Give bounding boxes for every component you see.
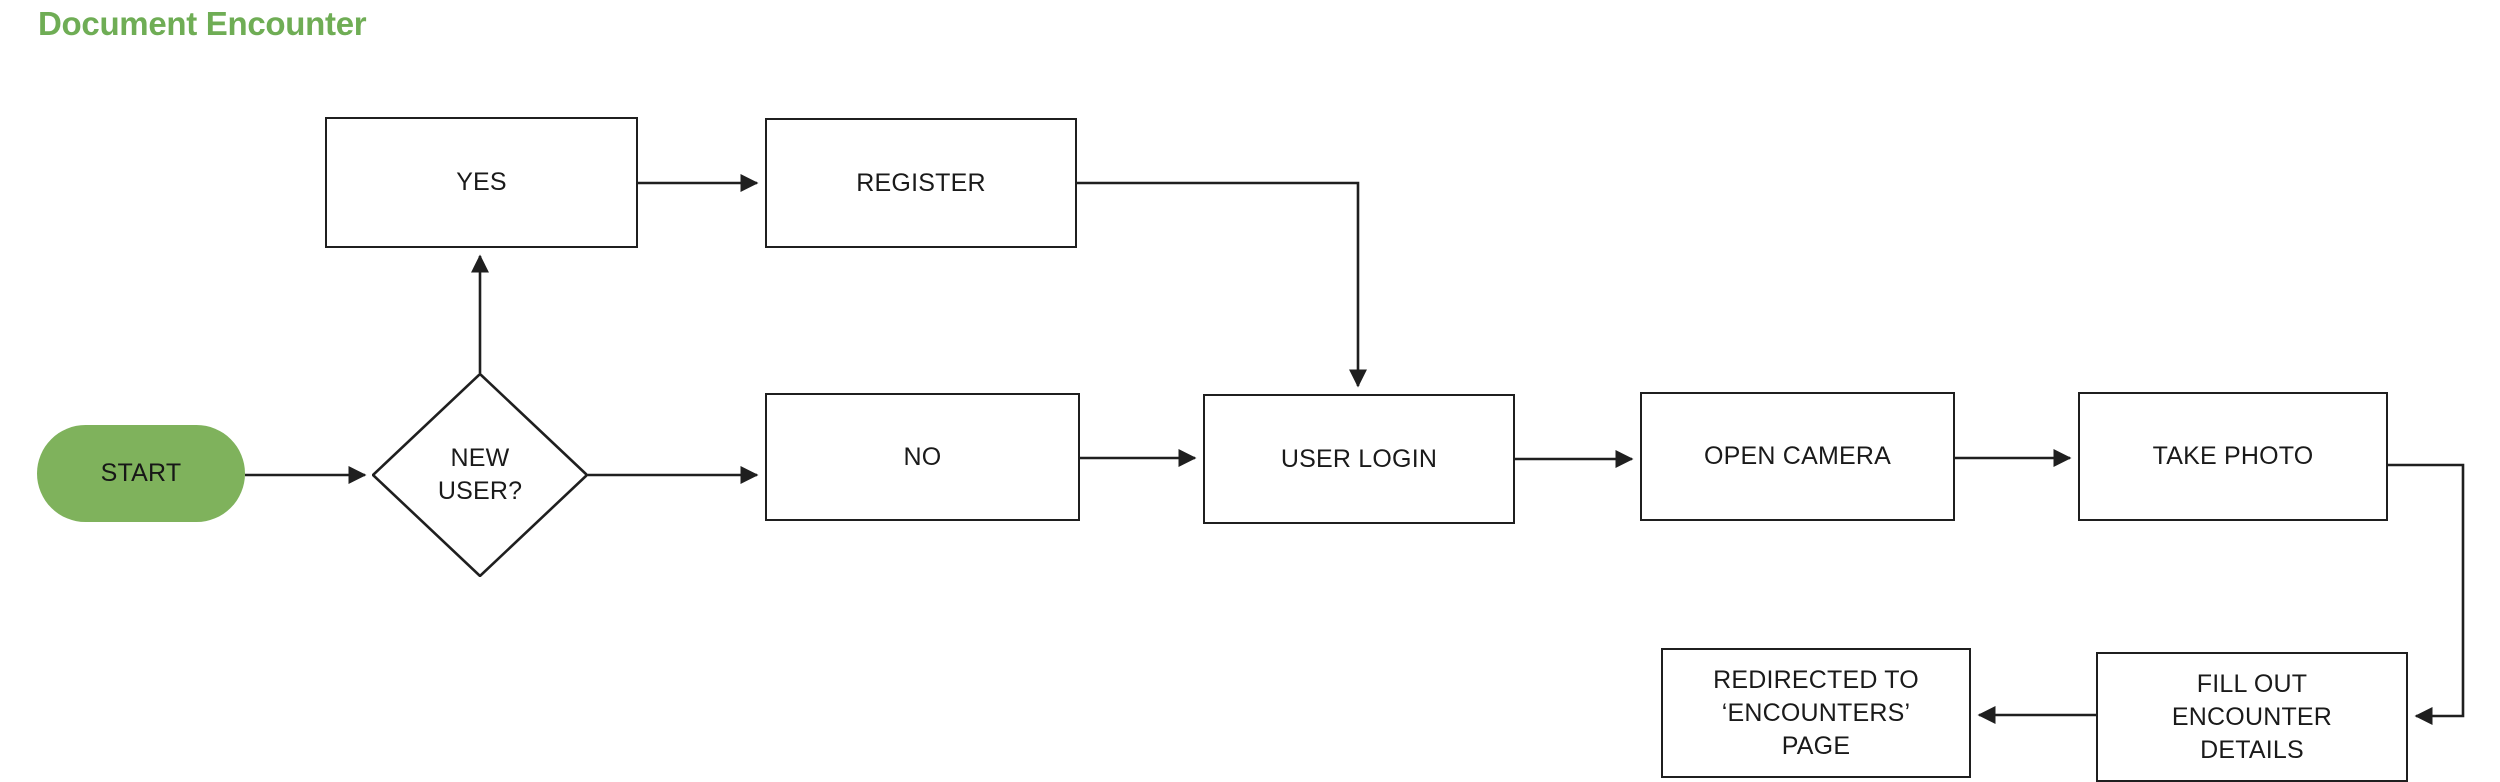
node-fill-out-label-line1: FILL OUT <box>2196 669 2308 698</box>
node-no[interactable]: NO <box>765 393 1080 521</box>
node-register[interactable]: REGISTER <box>765 118 1077 248</box>
node-redirected-label-line1: REDIRECTED TO <box>1713 665 1919 694</box>
node-redirected-to-encounters-page[interactable]: REDIRECTED TO ‘ENCOUNTERS’ PAGE <box>1661 648 1971 778</box>
node-yes[interactable]: YES <box>325 117 638 248</box>
edge-take-photo-to-fill-out <box>2388 463 2465 726</box>
node-open-camera[interactable]: OPEN CAMERA <box>1640 392 1955 521</box>
node-yes-label: YES <box>456 168 507 196</box>
node-open-camera-label: OPEN CAMERA <box>1704 442 1891 470</box>
node-user-login[interactable]: USER LOGIN <box>1203 394 1515 524</box>
node-take-photo-label: TAKE PHOTO <box>2152 442 2314 470</box>
node-new-user-label-line1: NEW <box>450 444 510 472</box>
node-redirected-label-line3: PAGE <box>1781 731 1851 760</box>
node-new-user-label: NEW USER? <box>438 442 522 508</box>
node-user-login-label: USER LOGIN <box>1280 444 1438 473</box>
node-fill-out-label-line3: DETAILS <box>2200 735 2304 764</box>
node-fill-out-encounter-details[interactable]: FILL OUT ENCOUNTER DETAILS <box>2096 652 2408 782</box>
node-new-user-label-line2: USER? <box>437 477 523 505</box>
node-start[interactable]: START <box>37 425 245 522</box>
page-title: Document Encounter <box>38 5 367 42</box>
node-fill-out-label-line2: ENCOUNTER <box>2171 702 2333 731</box>
node-redirected-label: REDIRECTED TO ‘ENCOUNTERS’ PAGE <box>1713 664 1919 763</box>
diamond-shape <box>372 373 588 577</box>
node-no-label: NO <box>903 442 942 471</box>
node-register-label: REGISTER <box>856 168 986 197</box>
node-new-user-decision[interactable]: NEW USER? <box>372 373 588 577</box>
node-fill-out-label: FILL OUT ENCOUNTER DETAILS <box>2172 668 2332 767</box>
node-take-photo[interactable]: TAKE PHOTO <box>2078 392 2388 521</box>
node-start-label: START <box>100 459 182 487</box>
node-redirected-label-line2: ‘ENCOUNTERS’ <box>1721 698 1911 727</box>
edge-register-to-user-login <box>1077 181 1368 388</box>
